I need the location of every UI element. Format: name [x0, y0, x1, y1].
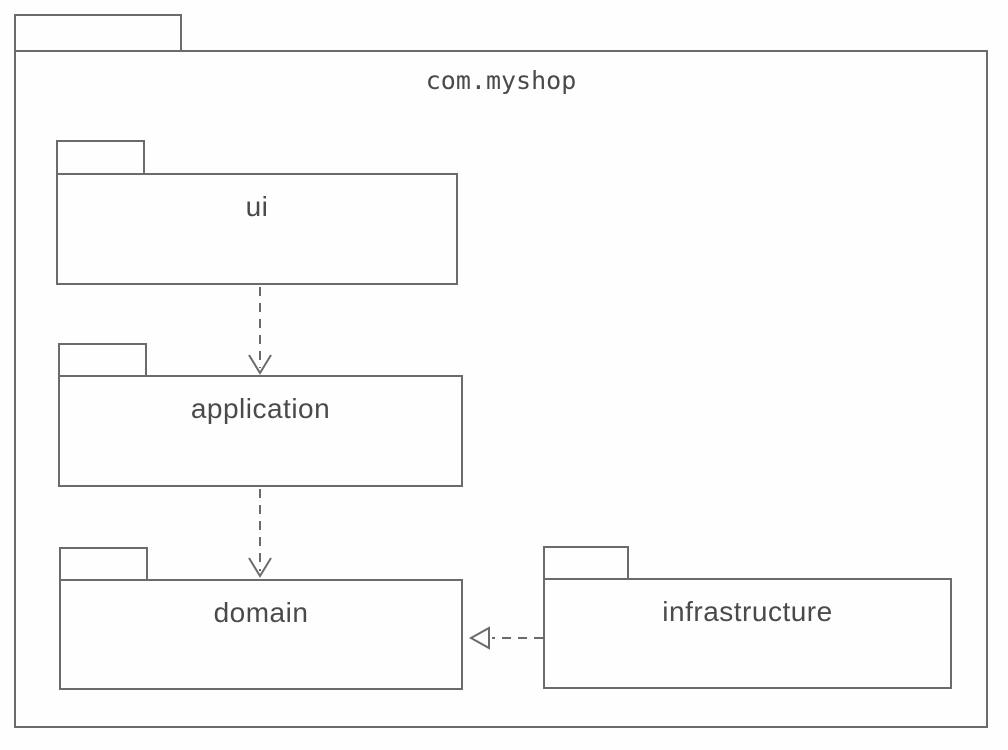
package-label-application: application	[190, 393, 331, 424]
package-tab-ui	[56, 140, 145, 173]
package-infrastructure: infrastructure	[543, 578, 952, 689]
package-com-myshop: com.myshop	[14, 50, 988, 728]
package-label-ui: ui	[245, 191, 269, 222]
package-tab-domain	[59, 547, 148, 579]
package-application: application	[58, 375, 463, 487]
package-tab-com-myshop	[14, 14, 182, 50]
package-domain: domain	[59, 579, 463, 690]
package-label-domain: domain	[213, 597, 309, 628]
package-ui: ui	[56, 173, 458, 285]
package-tab-application	[58, 343, 147, 375]
package-tab-infrastructure	[543, 546, 629, 578]
package-label-infrastructure: infrastructure	[662, 596, 833, 627]
package-label-com-myshop: com.myshop	[425, 66, 577, 95]
